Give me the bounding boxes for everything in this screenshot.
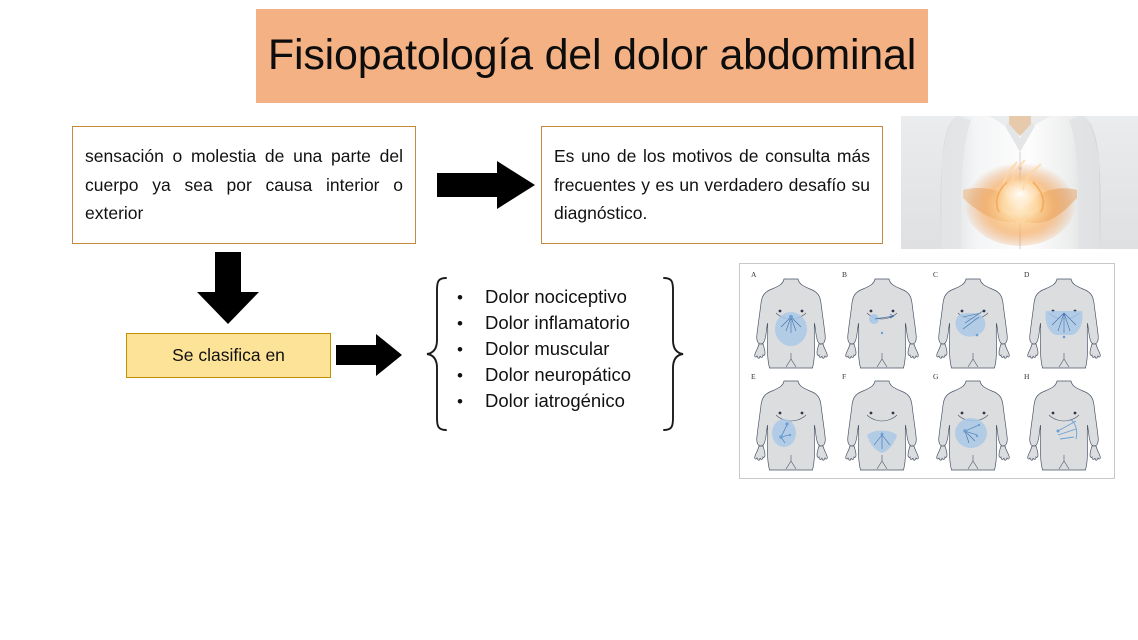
bullet-icon: • — [457, 340, 463, 359]
figure-cell-label: G — [933, 372, 939, 381]
bullet-icon: • — [457, 288, 463, 307]
classification-label-box: Se clasifica en — [126, 333, 331, 378]
arrow-right-icon — [336, 334, 402, 376]
figure-cell: B — [836, 269, 927, 371]
referred-pain-figure-panel: A B — [739, 263, 1115, 479]
figure-cell-label: C — [933, 270, 939, 279]
classification-label: Se clasifica en — [172, 345, 285, 365]
figure-cell-label: B — [842, 270, 848, 279]
page-title: Fisiopatología del dolor abdominal — [267, 31, 917, 80]
left-curly-brace-icon — [424, 276, 448, 432]
figure-cell: H — [1018, 371, 1109, 473]
definition-text-box: sensación o molestia de una parte del cu… — [72, 126, 416, 244]
figure-cell: G — [927, 371, 1018, 473]
figure-cell-label: A — [751, 270, 757, 279]
figure-cell: D — [1018, 269, 1109, 371]
list-item: • Dolor inflamatorio — [457, 312, 631, 338]
referred-pain-figure-grid: A B — [745, 269, 1109, 473]
figure-cell: C — [927, 269, 1018, 371]
figure-cell: F — [836, 371, 927, 473]
figure-cell-label: E — [751, 372, 756, 381]
pain-types-group: • Dolor nociceptivo • Dolor inflamatorio… — [424, 276, 686, 432]
definition-text: sensación o molestia de una parte del cu… — [85, 146, 403, 224]
arrow-right-icon — [437, 161, 535, 209]
list-item: • Dolor nociceptivo — [457, 286, 631, 312]
pain-type-label: Dolor nociceptivo — [485, 286, 627, 307]
right-curly-brace-icon — [662, 276, 686, 432]
list-item: • Dolor iatrogénico — [457, 390, 631, 416]
abdominal-pain-photo — [901, 116, 1138, 249]
slide-title-banner: Fisiopatología del dolor abdominal — [256, 9, 928, 103]
figure-cell-label: D — [1024, 270, 1030, 279]
pain-type-label: Dolor muscular — [485, 338, 610, 359]
pain-type-label: Dolor neuropático — [485, 364, 632, 385]
list-item: • Dolor neuropático — [457, 364, 631, 390]
figure-cell: A — [745, 269, 836, 371]
figure-cell-label: H — [1024, 372, 1030, 381]
pain-types-list: • Dolor nociceptivo • Dolor inflamatorio… — [457, 286, 631, 416]
bullet-icon: • — [457, 392, 463, 411]
arrow-down-icon — [197, 252, 259, 324]
pain-type-label: Dolor iatrogénico — [485, 390, 625, 411]
pain-type-label: Dolor inflamatorio — [485, 312, 630, 333]
bullet-icon: • — [457, 314, 463, 333]
consultation-text-box: Es uno de los motivos de consulta más fr… — [541, 126, 883, 244]
bullet-icon: • — [457, 366, 463, 385]
figure-cell-label: F — [842, 372, 847, 381]
consultation-text: Es uno de los motivos de consulta más fr… — [554, 146, 870, 224]
figure-cell: E — [745, 371, 836, 473]
list-item: • Dolor muscular — [457, 338, 631, 364]
